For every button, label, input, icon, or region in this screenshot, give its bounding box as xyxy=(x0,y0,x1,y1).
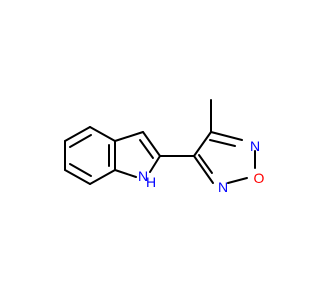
bond xyxy=(209,139,236,147)
bond xyxy=(89,126,116,142)
atom-n-bottom-label: N xyxy=(218,179,228,195)
oxadiazole-ring xyxy=(193,131,256,184)
bond xyxy=(89,169,116,185)
pyrrole-ring xyxy=(114,131,161,178)
bond xyxy=(193,155,214,184)
atom-indole-h-label: H xyxy=(146,174,156,190)
bond xyxy=(198,154,213,174)
bond xyxy=(142,131,161,157)
bond xyxy=(64,169,91,185)
bond xyxy=(139,139,154,159)
atom-o-label: O xyxy=(254,170,265,186)
bond xyxy=(114,169,137,178)
bond xyxy=(64,126,91,142)
bond xyxy=(227,177,248,184)
benzene-ring xyxy=(64,126,116,185)
bond xyxy=(114,131,144,142)
bond xyxy=(210,131,243,141)
bond xyxy=(69,163,92,177)
bond xyxy=(149,155,161,173)
bond xyxy=(69,134,92,148)
atom-n-top-label: N xyxy=(250,138,260,154)
atom-indole-n-label: N xyxy=(138,168,148,184)
molecule-structure-diagram: N O N N H xyxy=(64,99,265,195)
bond xyxy=(193,131,212,157)
